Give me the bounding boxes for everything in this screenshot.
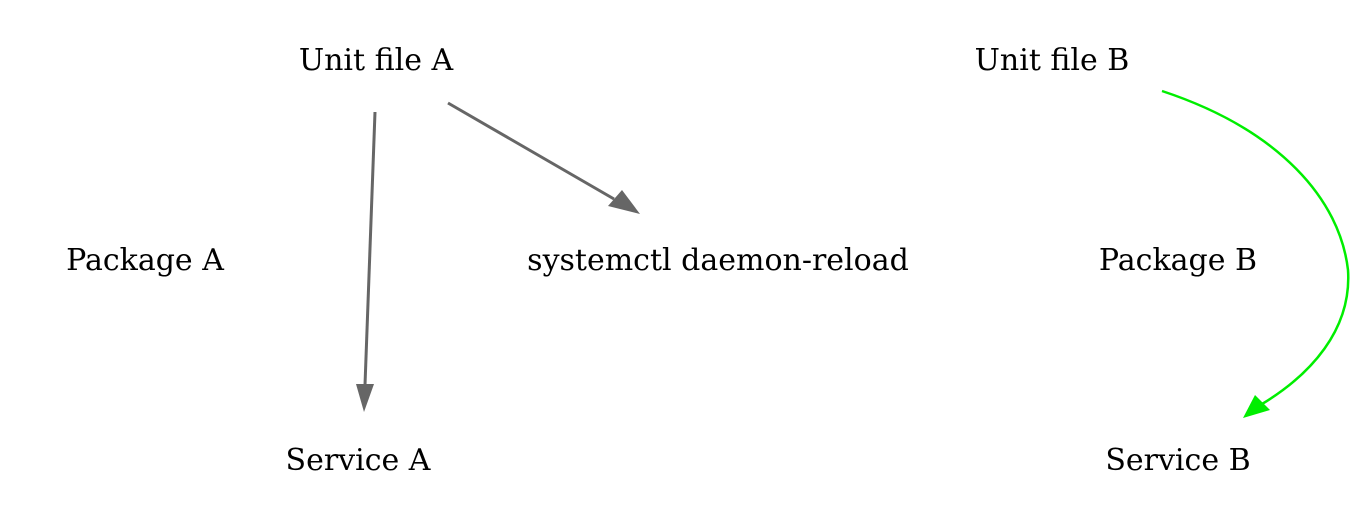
node-systemctl-daemon-reload: systemctl daemon-reload <box>527 243 909 278</box>
node-service-a: Service A <box>286 443 431 478</box>
edge-unit-file-a-to-daemon-reload <box>447 101 640 214</box>
edge-unit-file-a-to-service-a <box>356 111 377 412</box>
edge-unit-file-b-to-service-b <box>1161 89 1350 418</box>
node-unit-file-b: Unit file B <box>975 43 1130 78</box>
node-service-b: Service B <box>1105 443 1250 478</box>
node-unit-file-a: Unit file A <box>299 43 454 78</box>
node-package-b: Package B <box>1099 243 1257 278</box>
node-package-a: Package A <box>66 243 224 278</box>
